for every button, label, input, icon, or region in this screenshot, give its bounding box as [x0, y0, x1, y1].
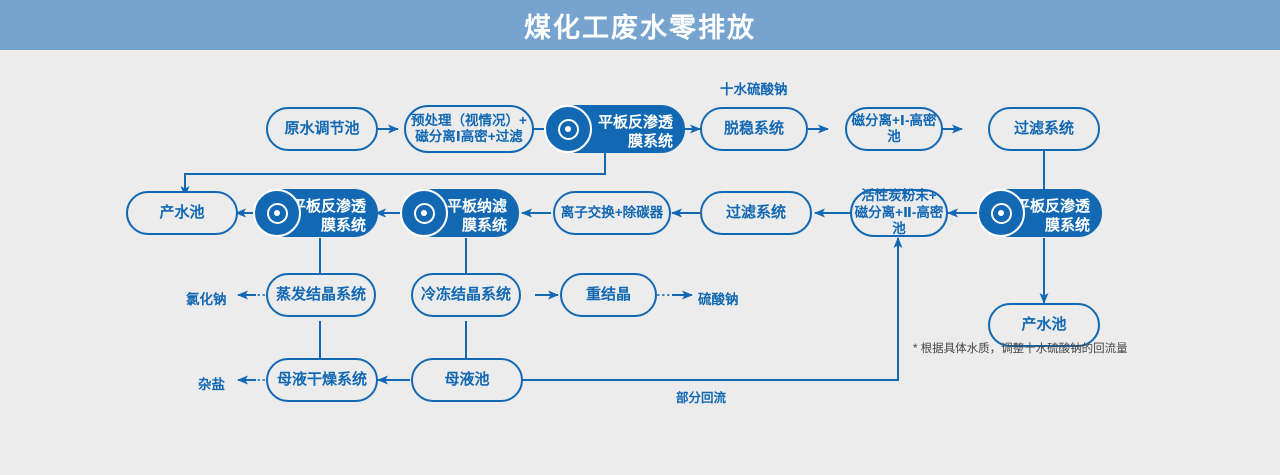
- node-label: 原水调节池: [284, 119, 360, 137]
- node-product-water-right[interactable]: 产水池: [988, 303, 1100, 347]
- node-filtration-2[interactable]: 过滤系统: [700, 191, 812, 235]
- node-label-line2: 膜系统: [320, 216, 366, 234]
- node-product-water-left[interactable]: 产水池: [126, 191, 238, 235]
- node-ion-exchange[interactable]: 离子交换+除碳器: [553, 191, 671, 235]
- node-label: 冷冻结晶系统: [420, 285, 511, 303]
- footnote: * 根据具体水质，调整十水硫酸钠的回流量: [913, 343, 1128, 355]
- node-label: 离子交换+除碳器: [560, 204, 664, 220]
- node-label-line2: 膜系统: [1044, 216, 1090, 234]
- node-ro-membrane-1[interactable]: 平板反渗透 膜系统: [544, 105, 685, 153]
- node-label-line1: 平板反渗透: [1014, 198, 1090, 216]
- node-label: 蒸发结晶系统: [275, 285, 366, 303]
- label-sodium-sulfate: 硫酸钠: [698, 292, 739, 307]
- node-pretreatment[interactable]: 预处理（视情况）+ 磁分离Ⅰ高密+过滤: [404, 105, 534, 153]
- node-label-line2: 磁分离Ⅰ高密+过滤: [415, 129, 523, 144]
- node-label: 磁分离+Ⅰ-高密池: [851, 112, 937, 144]
- label-mixed-salt: 杂盐: [198, 377, 225, 392]
- membrane-icon: [400, 189, 448, 237]
- node-filtration-1[interactable]: 过滤系统: [988, 107, 1100, 151]
- page-header: 煤化工废水零排放: [0, 0, 1280, 50]
- membrane-icon: [253, 189, 301, 237]
- membrane-icon: [544, 105, 592, 153]
- node-nf-membrane[interactable]: 平板纳滤 膜系统: [400, 189, 519, 237]
- node-label-line1: 活性炭粉末+: [861, 188, 937, 204]
- node-label: 脱稳系统: [723, 119, 784, 137]
- node-evap-crystal[interactable]: 蒸发结晶系统: [266, 273, 376, 317]
- flowchart-canvas: 原水调节池 预处理（视情况）+ 磁分离Ⅰ高密+过滤 平板反渗透 膜系统 脱稳系统…: [0, 50, 1280, 475]
- node-freeze-crystal[interactable]: 冷冻结晶系统: [411, 273, 521, 317]
- label-sodium-chloride: 氯化钠: [186, 292, 227, 307]
- membrane-icon: [977, 189, 1025, 237]
- node-recrystal[interactable]: 重结晶: [560, 273, 657, 317]
- node-label-line1: 平板反渗透: [290, 198, 366, 216]
- node-label: 母液池: [444, 370, 490, 388]
- node-label-line1: 预处理（视情况）+: [411, 112, 527, 128]
- node-label: 重结晶: [585, 285, 631, 303]
- node-label-line1: 平板纳滤: [446, 198, 507, 216]
- node-mother-liquor-tank[interactable]: 母液池: [411, 358, 523, 402]
- label-sodium-sulfate-decahydrate: 十水硫酸钠: [720, 82, 788, 97]
- node-ro-membrane-right[interactable]: 平板反渗透 膜系统: [977, 189, 1102, 237]
- node-label: 过滤系统: [725, 203, 786, 221]
- node-label-line2: 磁分离+Ⅱ-高密池: [854, 204, 944, 237]
- node-carbon-mag-sep-2[interactable]: 活性炭粉末+ 磁分离+Ⅱ-高密池: [850, 188, 948, 237]
- node-label: 产水池: [1021, 315, 1067, 333]
- node-label-line1: 平板反渗透: [597, 114, 673, 132]
- label-partial-reflux: 部分回流: [676, 391, 727, 405]
- node-label: 过滤系统: [1013, 119, 1074, 137]
- node-ro-membrane-2[interactable]: 平板反渗透 膜系统: [253, 189, 378, 237]
- node-destabilization[interactable]: 脱稳系统: [700, 107, 808, 151]
- wire-ro1-recycle-to-product-left: [180, 150, 606, 197]
- page-title: 煤化工废水零排放: [524, 12, 756, 43]
- node-label-line2: 膜系统: [461, 216, 507, 234]
- node-mag-sep-1[interactable]: 磁分离+Ⅰ-高密池: [845, 107, 943, 151]
- node-label: 产水池: [159, 203, 205, 221]
- node-label: 母液干燥系统: [276, 370, 367, 388]
- node-raw-water-tank[interactable]: 原水调节池: [266, 107, 378, 151]
- node-mother-liquor-dry[interactable]: 母液干燥系统: [266, 358, 378, 402]
- node-label-line2: 膜系统: [627, 132, 673, 150]
